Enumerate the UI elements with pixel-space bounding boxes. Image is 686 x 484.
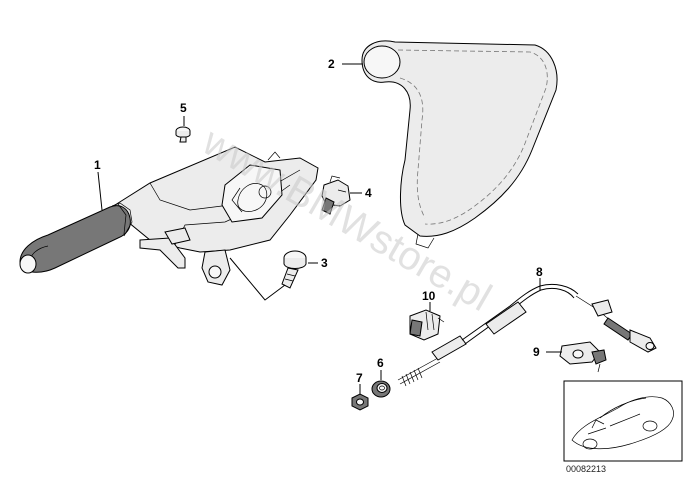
collar-nut-icon[interactable] bbox=[371, 380, 391, 398]
lever-boot-icon[interactable] bbox=[361, 40, 558, 249]
reference-number: 00082213 bbox=[566, 464, 606, 474]
callout-3: 3 bbox=[321, 256, 328, 270]
callout-2: 2 bbox=[328, 57, 335, 71]
screw-icon[interactable] bbox=[175, 126, 191, 143]
callout-8: 8 bbox=[536, 265, 543, 279]
callout-10: 10 bbox=[422, 289, 436, 303]
leader-line-3-assembly bbox=[229, 257, 286, 301]
cable-holder-icon[interactable] bbox=[409, 309, 445, 341]
callout-1: 1 bbox=[94, 158, 101, 172]
callout-4: 4 bbox=[365, 186, 372, 200]
car-thumbnail-icon bbox=[563, 380, 683, 462]
bolt-icon[interactable] bbox=[281, 250, 307, 289]
handbrake-lever-icon[interactable] bbox=[19, 146, 319, 286]
brake-cable-icon[interactable] bbox=[397, 283, 657, 387]
leader-line-1 bbox=[97, 171, 103, 211]
bracket-icon[interactable] bbox=[559, 341, 607, 373]
callout-7: 7 bbox=[356, 371, 363, 385]
callout-5: 5 bbox=[180, 101, 187, 115]
callout-9: 9 bbox=[533, 345, 540, 359]
callout-6: 6 bbox=[377, 356, 384, 370]
nut-icon[interactable] bbox=[351, 393, 369, 411]
clip-icon[interactable] bbox=[321, 175, 351, 215]
